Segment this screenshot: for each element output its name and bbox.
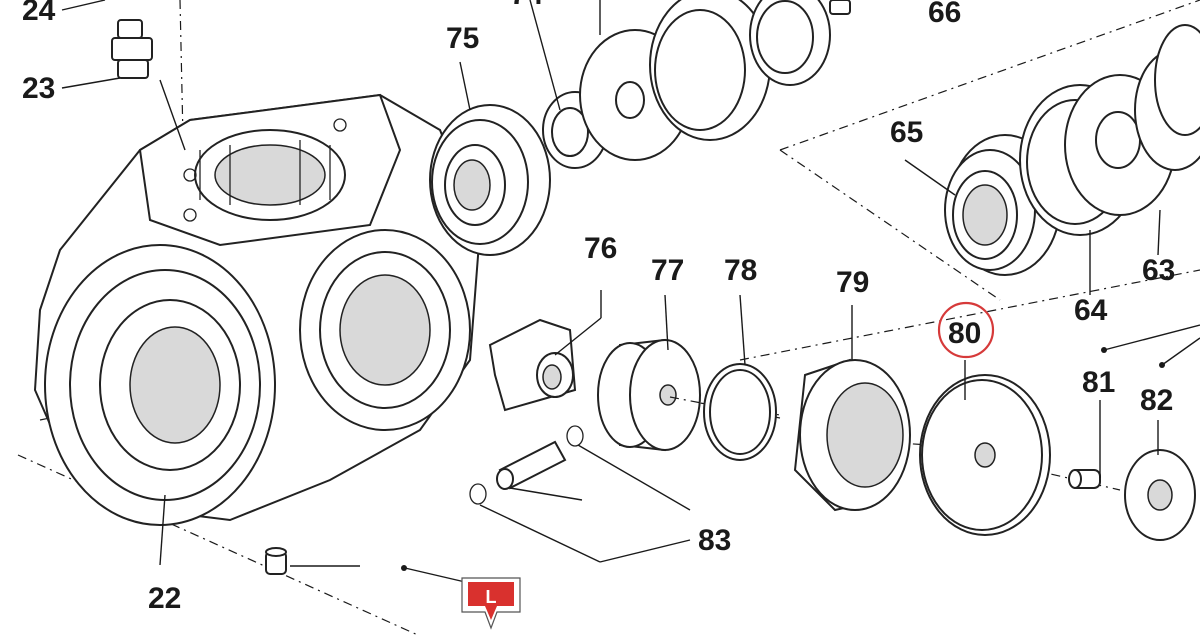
leader-dots [401,347,1165,571]
highlight-circle-78 [937,301,995,359]
label-64: 64 [1074,294,1108,327]
piston-part-75 [597,338,781,452]
label-77: 79 [836,266,869,299]
label-23: 23 [22,72,55,105]
plug-part-83 [265,547,287,575]
label-74: 76 [584,232,617,265]
label-76: 78 [724,254,757,287]
cup-part-77 [793,358,911,512]
label-75: 77 [651,254,684,287]
lubricant-tag-letter: L [486,587,497,607]
label-72: 74 [510,0,544,11]
label-73: 75 [446,22,479,55]
label-65: 65 [890,116,923,149]
disc-part-78 [919,374,1051,536]
label-22: 22 [148,582,181,615]
circlip-part-81 [469,425,584,505]
label-24: 24 [22,0,56,27]
cap-part-80 [1124,449,1196,541]
label-63: 63 [1142,254,1175,287]
label-78: 80 [948,317,981,350]
bearing-right-edge [1134,24,1200,171]
label-80: 82 [1140,384,1173,417]
label-79: 81 [1082,366,1115,399]
lubricant-tag-icon: L [461,577,521,630]
bearing-part-73 [429,104,551,256]
bracket-part-74 [488,318,577,412]
oring-part-76 [703,363,777,461]
housing-part-22 [33,93,482,526]
label-81: 83 [698,524,731,557]
pin-part-79 [1068,469,1101,489]
fitting-part-23 [111,19,186,151]
cup-top [649,0,771,141]
part-labels: 24 23 22 75 74 66 65 64 63 76 77 78 79 8… [22,0,1175,615]
label-66: 66 [928,0,961,29]
pin-part-82 [496,440,567,490]
bearing-part-66 [749,0,851,86]
leader-lines [61,0,1200,586]
